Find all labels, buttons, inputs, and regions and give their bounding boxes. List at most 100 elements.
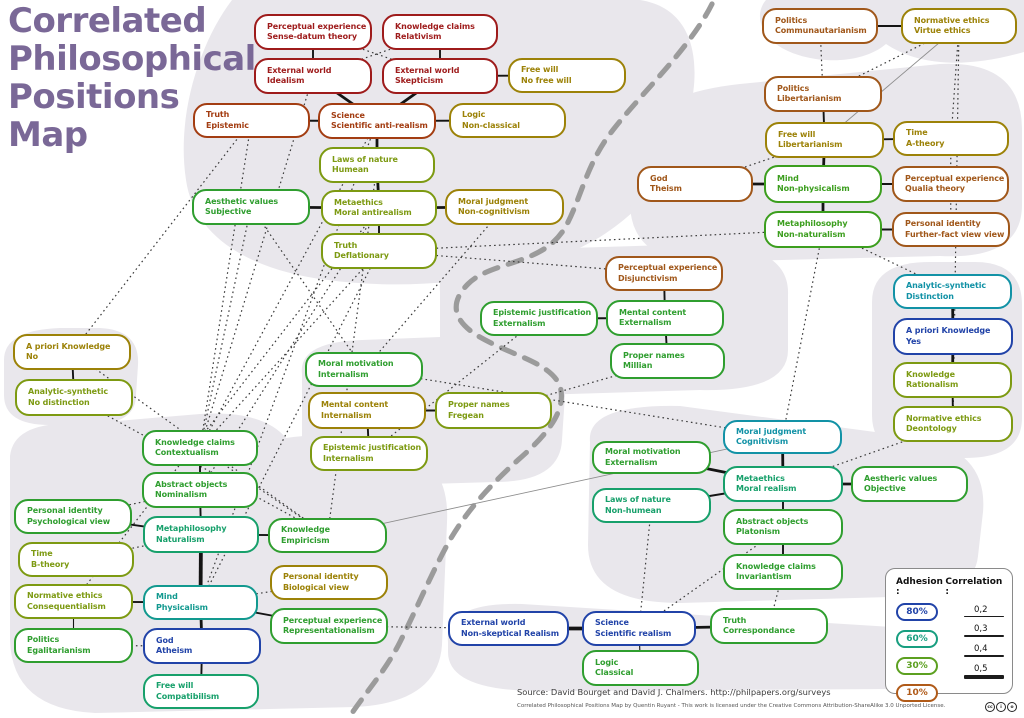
node-topic: Knowledge <box>281 525 330 535</box>
node-position: Epistemic <box>206 120 249 130</box>
node-topic: Knowledge claims <box>155 437 235 447</box>
node-position: Libertarianism <box>778 140 843 149</box>
legend-adhesion-column: 80%60%30%10% <box>896 603 938 711</box>
node-position: Representationalism <box>283 626 375 635</box>
edge-thin <box>824 25 960 141</box>
node-topic: Normative ethics <box>914 15 990 25</box>
node-position: Disjunctivism <box>618 273 678 283</box>
node-position: Externalism <box>619 318 672 327</box>
node-topic: Mental content <box>619 307 687 317</box>
node-position: Internalism <box>318 369 369 379</box>
node-topic: Time <box>31 549 53 559</box>
map-title-line: Correlated <box>8 1 207 41</box>
node-position: Theism <box>650 184 682 193</box>
edge-dotted <box>363 206 505 370</box>
map-title-line: Map <box>8 115 88 156</box>
node-topic: Time <box>906 128 928 138</box>
map-title-line: Philosophical <box>8 39 256 80</box>
node-topic: External world <box>461 618 526 628</box>
legend-correlation-value: 0,5 <box>974 664 988 675</box>
node-topic: Politics <box>777 83 810 93</box>
node-topic: Logic <box>462 110 486 120</box>
node-topic: Perceptual experience <box>283 615 383 625</box>
edge-dotted <box>638 505 653 629</box>
node-position: Externalism <box>493 318 546 328</box>
node-position: Qualia theory <box>905 184 965 193</box>
node-topic: Metaphilosophy <box>156 524 227 534</box>
node-position: Humean <box>332 165 369 174</box>
node-position: Objective <box>864 484 906 493</box>
node-position: Non-humean <box>605 505 662 515</box>
node-position: Scientific realism <box>595 628 672 638</box>
node-topic: Free will <box>521 65 559 75</box>
legend-adhesion-pill-30: 30% <box>896 657 938 675</box>
node-position: Consequentialism <box>27 601 106 611</box>
node-topic: Logic <box>595 657 619 667</box>
node-topic: Personal identity <box>905 219 981 229</box>
node-position: Moral antirealism <box>334 208 412 217</box>
node-topic: Science <box>331 110 365 120</box>
node-position: Further-fact view view <box>905 229 1005 239</box>
legend-adhesion-pill-80: 80% <box>896 603 938 621</box>
node-topic: Analytic-synthetic <box>906 281 986 291</box>
node-position: Subjective <box>205 207 252 216</box>
node-position: Moral realism <box>736 484 797 493</box>
legend-correlation-value: 0,2 <box>974 605 988 615</box>
node-topic: Laws of nature <box>332 154 398 164</box>
node-topic: Knowledge <box>906 369 955 379</box>
edge-dotted <box>694 139 825 185</box>
legend-adhesion-pill-10: 10% <box>896 684 938 702</box>
node-topic: Science <box>595 618 629 628</box>
node-topic: Politics <box>775 15 808 25</box>
node-topic: Aestheric values <box>864 473 938 483</box>
node-position: Skepticism <box>395 76 444 85</box>
cluster-boundary-dashed-line <box>347 1 715 718</box>
node-position: Fregean <box>448 410 484 420</box>
edge-dotted <box>363 368 783 438</box>
node-position: Invariantism <box>736 572 792 581</box>
node-position: Physicalism <box>156 602 208 612</box>
node-topic: Proper names <box>623 350 685 360</box>
node-topic: Perceptual experience <box>267 21 367 31</box>
node-topic: Mind <box>156 592 178 602</box>
edge-dotted <box>819 25 824 95</box>
node-topic: Epistemic justification <box>493 308 592 318</box>
map-title-line: Positions <box>8 77 180 118</box>
legend: Adhesion : Correlation : 80%60%30%10% 0,… <box>885 568 1013 702</box>
node-position: Internalism <box>321 410 372 420</box>
node-position: Atheism <box>156 646 193 655</box>
edge-dotted <box>73 207 380 602</box>
node-position: Idealism <box>267 76 305 85</box>
node-topic: Moral motivation <box>318 359 394 369</box>
